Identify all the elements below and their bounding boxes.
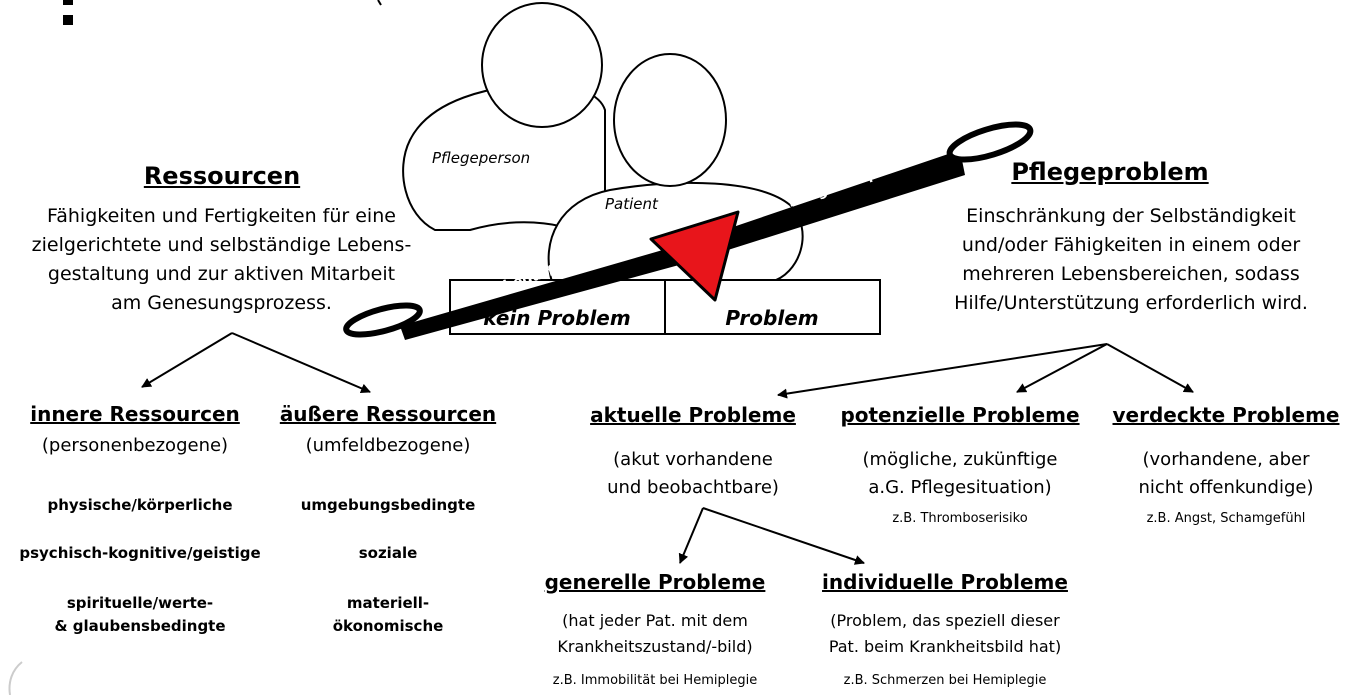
ressourcen-desc-line: gestaltung und zur aktiven Mitarbeit — [47, 263, 396, 285]
ressourcen-desc-line: am Genesungsprozess. — [111, 292, 332, 314]
patient-head — [613, 53, 727, 187]
pflegeproblem-description: Einschränkung der Selbständigkeit und/od… — [905, 202, 1357, 318]
aeussere-item: umgebungsbedingte — [300, 496, 476, 514]
caregiver-head — [481, 2, 603, 128]
caregiver-label: Pflegeperson — [432, 149, 530, 167]
aeussere-ressourcen-subtitle: (umfeldbezogene) — [305, 435, 471, 456]
aktuelle-desc-line: und beobachtbare) — [607, 477, 779, 498]
verdeckte-probleme-desc: (vorhandene, aber nicht offenkundige) — [1095, 446, 1357, 502]
ressourcen-title: Ressourcen — [143, 162, 301, 190]
innere-ressourcen-title: innere Ressourcen — [30, 402, 240, 426]
ressourcen-desc-line: Fähigkeiten und Fertigkeiten für eine — [47, 205, 396, 227]
potenzielle-probleme-title: potenzielle Probleme — [840, 403, 1080, 427]
pflegeproblem-desc-line: Einschränkung der Selbständigkeit — [966, 205, 1296, 227]
arrow-individuelle-probleme — [702, 507, 865, 565]
potenzielle-probleme-desc: (mögliche, zukünftige a.G. Pflegesituati… — [825, 446, 1095, 502]
aktuelle-probleme-title: aktuelle Probleme — [590, 403, 796, 427]
individuelle-desc-line: (Problem, das speziell dieser — [830, 611, 1060, 630]
ressourcen-desc-line: zielgerichtete und selbständige Lebens- — [31, 234, 412, 256]
arrow-innere-ressourcen — [141, 332, 233, 388]
pflegeproblem-title: Pflegeproblem — [1011, 158, 1209, 186]
generelle-desc-line: Krankheitszustand/-bild) — [557, 637, 753, 656]
bullet-square — [63, 15, 73, 25]
potenzielle-desc-line: a.G. Pflegesituation) — [868, 477, 1052, 498]
verdeckte-desc-line: nicht offenkundige) — [1138, 477, 1314, 498]
ressourcen-description: Fähigkeiten und Fertigkeiten für eine zi… — [0, 202, 443, 318]
box-problem-label: Problem — [725, 306, 818, 330]
innere-item: physische/körperliche — [47, 496, 233, 514]
arrow-verdeckte-probleme — [1106, 343, 1194, 393]
pflegeproblem-desc-line: und/oder Fähigkeiten in einem oder — [961, 234, 1301, 256]
box-problem — [664, 279, 881, 335]
seesaw-right-end — [946, 121, 1034, 163]
patient-label: Patient — [605, 195, 659, 213]
aeussere-item: ökonomische — [332, 617, 444, 635]
bullet-fragment — [63, 0, 73, 5]
generelle-probleme-desc: (hat jeder Pat. mit dem Krankheitszustan… — [525, 608, 785, 660]
verdeckte-probleme-example: z.B. Angst, Schamgefühl — [1146, 511, 1306, 526]
potenzielle-desc-line: (mögliche, zukünftige — [862, 449, 1058, 470]
individuelle-probleme-desc: (Problem, das speziell dieser Pat. beim … — [795, 608, 1095, 660]
arrow-aktuelle-probleme — [777, 343, 1108, 399]
innere-item: psychisch-kognitive/geistige — [19, 544, 261, 562]
fulcrum-triangle — [649, 210, 740, 302]
arrow-aeussere-ressourcen — [231, 332, 371, 394]
generelle-desc-line: (hat jeder Pat. mit dem — [562, 611, 748, 630]
seesaw-left-end — [343, 302, 423, 338]
verdeckte-desc-line: (vorhandene, aber — [1142, 449, 1310, 470]
pflegeproblem-desc-line: Hilfe/Unterstützung erforderlich wird. — [954, 292, 1308, 314]
innere-item: spirituelle/werte- — [66, 594, 214, 612]
aeussere-item: soziale — [358, 544, 418, 562]
aktuelle-desc-line: (akut vorhandene — [613, 449, 773, 470]
pflegeproblem-desc-line: mehreren Lebensbereichen, sodass — [962, 263, 1300, 285]
generelle-probleme-example: z.B. Immobilität bei Hemiplegie — [552, 673, 758, 688]
individuelle-probleme-title: individuelle Probleme — [822, 570, 1068, 594]
verdeckte-probleme-title: verdeckte Probleme — [1112, 403, 1340, 427]
decorative-arc — [8, 661, 23, 695]
arrow-potenzielle-probleme — [1016, 343, 1108, 393]
generelle-probleme-title: generelle Probleme — [544, 570, 766, 594]
individuelle-probleme-example: z.B. Schmerzen bei Hemiplegie — [843, 673, 1047, 688]
individuelle-desc-line: Pat. beim Krankheitsbild hat) — [828, 637, 1062, 656]
potenzielle-probleme-example: z.B. Thromboserisiko — [892, 511, 1028, 526]
aktuelle-probleme-desc: (akut vorhandene und beobachtbare) — [568, 446, 818, 502]
aeussere-item: materiell- — [346, 594, 430, 612]
innere-ressourcen-subtitle: (personenbezogene) — [41, 435, 229, 456]
innere-item: & glaubensbedingte — [54, 617, 226, 635]
arrow-generelle-probleme — [678, 507, 704, 564]
cropped-mark — [377, 0, 382, 6]
aeussere-ressourcen-title: äußere Ressourcen — [279, 402, 497, 426]
